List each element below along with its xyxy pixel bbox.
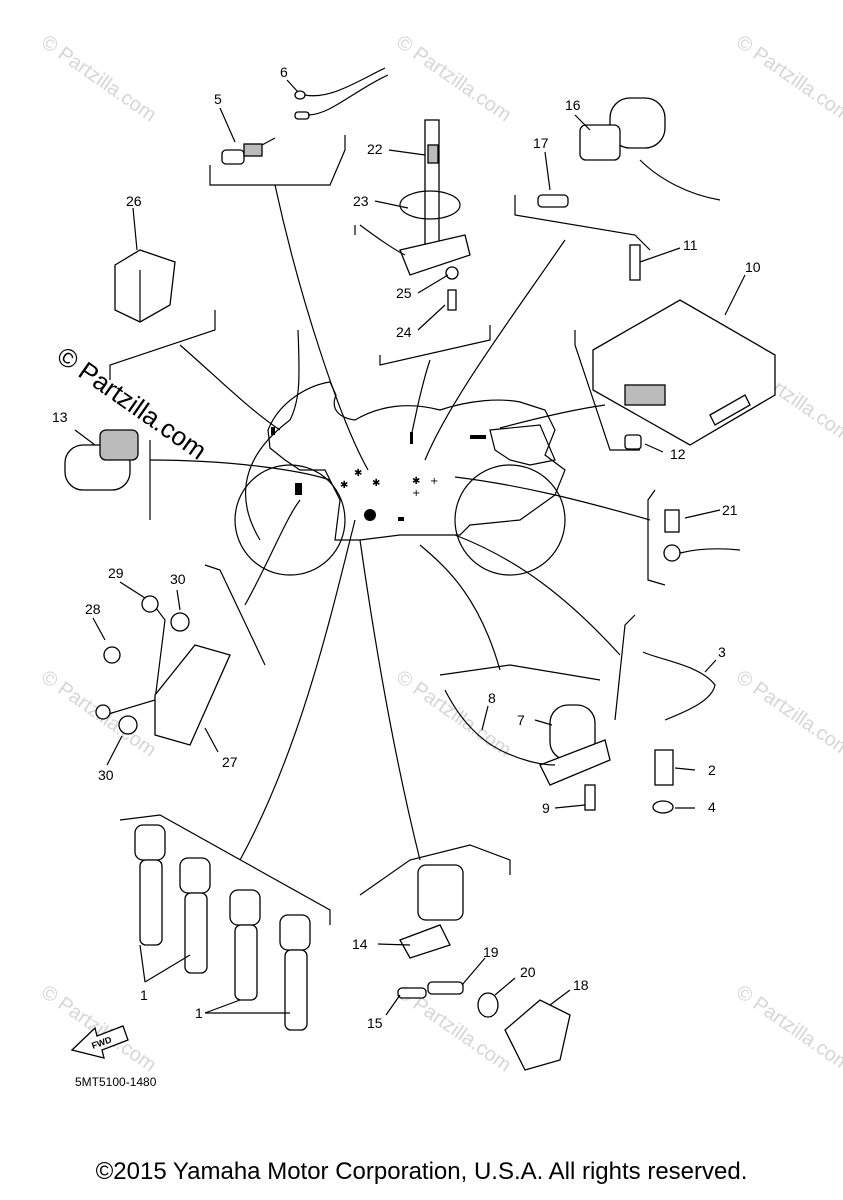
part-13-switch: [64, 429, 139, 491]
part-10-ecu: [592, 244, 776, 450]
watermark-text: © Partzilla.com: [732, 666, 843, 761]
part-6-lead: [294, 67, 389, 120]
part-14-pickup: [397, 864, 571, 1071]
callout-10: 10: [745, 259, 761, 275]
callout-3: 3: [718, 644, 726, 660]
callout-13: 13: [52, 409, 68, 425]
part-5-sensor: [221, 137, 276, 165]
callout-7: 7: [517, 712, 525, 728]
callout-leaders: [74, 79, 746, 1016]
part-2-sensor: [642, 651, 716, 814]
callout-9: 9: [542, 800, 550, 816]
watermark-text: © Partzilla.com: [732, 31, 843, 126]
callout-8: 8: [488, 690, 496, 706]
svg-text:+: +: [412, 488, 420, 499]
watermark-text: © Partzilla.com: [392, 31, 515, 126]
watermark-text: © Partzilla.com: [392, 666, 515, 761]
callout-1-b: 1: [195, 1005, 203, 1021]
part-26-relay: [114, 249, 176, 323]
callout-14: 14: [352, 936, 368, 952]
callout-29: 29: [108, 565, 124, 581]
callout-2: 2: [708, 762, 716, 778]
callout-25: 25: [396, 285, 412, 301]
leader-lines: [149, 184, 651, 861]
watermark-text: © Partzilla.com: [732, 981, 843, 1076]
part-22-sensor: [359, 119, 471, 311]
callout-27: 27: [222, 754, 238, 770]
callout-1-a: 1: [140, 987, 148, 1003]
svg-text:✱: ✱: [354, 468, 362, 479]
callout-16: 16: [565, 97, 581, 113]
group-brackets: [109, 135, 666, 925]
part-7-solenoid: [444, 689, 611, 811]
callout-20: 20: [520, 964, 536, 980]
motorcycle-silhouette: ✱ ✱ ✱ ✱ + +: [234, 381, 566, 576]
callout-22: 22: [367, 141, 383, 157]
part-21-bolt-lead: [663, 509, 741, 562]
callout-17: 17: [533, 135, 549, 151]
callout-18: 18: [573, 977, 589, 993]
svg-text:✱: ✱: [340, 480, 348, 491]
svg-text:✱: ✱: [412, 476, 420, 487]
part-16-sensor: [537, 97, 721, 208]
callout-23: 23: [353, 193, 369, 209]
callout-26: 26: [126, 193, 142, 209]
callout-21: 21: [722, 502, 738, 518]
callout-labels: 5 6 22 23 25 24 16 17 11 10 12 26 13 21 …: [52, 64, 761, 1031]
callout-15: 15: [367, 1015, 383, 1031]
callout-4: 4: [708, 799, 716, 815]
callout-6: 6: [280, 64, 288, 80]
callout-30-top: 30: [170, 571, 186, 587]
copyright-notice: ©2015 Yamaha Motor Corporation, U.S.A. A…: [95, 1158, 748, 1185]
callout-5: 5: [214, 91, 222, 107]
watermark-text: © Partzilla.com: [37, 31, 160, 126]
part-27-bracket: [95, 595, 231, 746]
svg-text:+: +: [430, 476, 438, 487]
svg-text:✱: ✱: [372, 478, 380, 489]
part-1-ignition-coils: [134, 824, 311, 1031]
callout-30-bottom: 30: [98, 767, 114, 783]
callout-12: 12: [670, 446, 686, 462]
callout-24: 24: [396, 324, 412, 340]
callout-28: 28: [85, 601, 101, 617]
callout-11: 11: [683, 237, 698, 253]
part-code: 5MT5100-1480: [75, 1075, 157, 1089]
callout-19: 19: [483, 944, 499, 960]
fwd-arrow-icon: FWD: [70, 1025, 129, 1059]
